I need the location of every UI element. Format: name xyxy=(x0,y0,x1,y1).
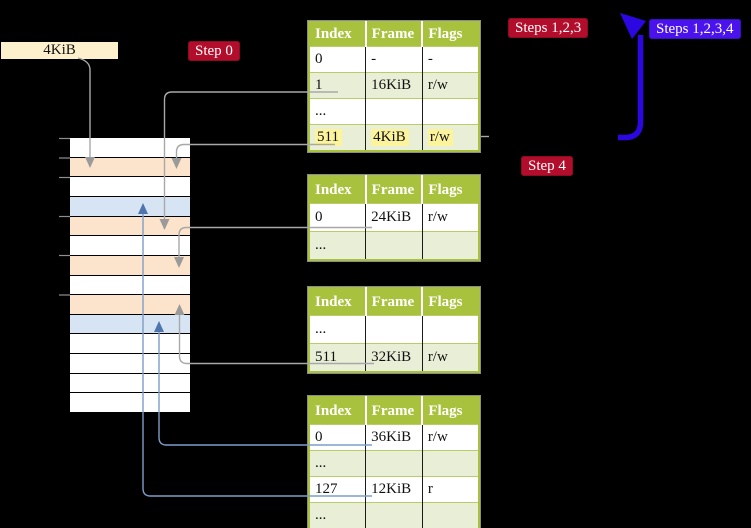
highlighted-value: 4KiB xyxy=(371,129,409,146)
memory-frame-table xyxy=(70,158,190,176)
cell-flags xyxy=(421,98,479,125)
memory-frame-page xyxy=(70,197,190,216)
cell-frame: 16KiB xyxy=(365,72,423,99)
column-header-index: Index xyxy=(309,288,366,316)
frame-address-label: 4KiB xyxy=(1,42,118,59)
physical-memory-strip xyxy=(70,138,190,413)
memory-frame-free xyxy=(70,138,190,157)
cell-index: 1 xyxy=(309,72,366,99)
table-row: ... xyxy=(309,502,479,528)
cell-frame xyxy=(365,450,423,477)
memory-frame-free xyxy=(70,374,190,392)
cell-index: 0 xyxy=(309,424,366,451)
badge-step-4: Step 4 xyxy=(521,156,573,176)
cell-flags: r xyxy=(421,476,479,503)
badge-step-0: Step 0 xyxy=(188,41,240,61)
cell-frame: 12KiB xyxy=(365,476,423,503)
cell-flags xyxy=(421,231,479,260)
cell-frame xyxy=(365,502,423,528)
cell-frame xyxy=(365,231,423,260)
cell-flags: r/w xyxy=(421,343,479,372)
cell-index: ... xyxy=(309,231,366,260)
cell-frame xyxy=(365,315,423,344)
cell-flags: r/w xyxy=(421,124,479,151)
cell-index: ... xyxy=(309,98,366,125)
highlighted-value: 511 xyxy=(315,129,342,146)
cell-index: 511 xyxy=(309,124,366,151)
arrowhead xyxy=(620,13,646,39)
memory-frame-table xyxy=(70,295,190,314)
memory-frame-page xyxy=(70,315,190,333)
cell-index: 511 xyxy=(309,343,366,372)
cell-flags: r/w xyxy=(421,72,479,99)
table-row: 511 4KiB r/w xyxy=(309,124,479,151)
memory-frame-free xyxy=(70,354,190,373)
cell-flags: - xyxy=(421,46,479,73)
cell-index: 127 xyxy=(309,476,366,503)
cell-index: 0 xyxy=(309,46,366,73)
cell-flags: r/w xyxy=(421,424,479,451)
table-row: ... xyxy=(309,315,479,344)
memory-frame-table xyxy=(70,217,190,235)
highlighted-value: r/w xyxy=(427,129,453,146)
badge-steps-1-2-3-4: Steps 1,2,3,4 xyxy=(649,19,741,39)
column-header-index: Index xyxy=(309,176,366,204)
memory-frame-free xyxy=(70,393,190,412)
column-header-frame: Frame xyxy=(364,22,423,47)
memory-frame-free xyxy=(70,177,190,196)
column-header-flags: Flags xyxy=(421,22,479,47)
memory-frame-free xyxy=(70,276,190,294)
cell-flags xyxy=(421,315,479,344)
column-header-flags: Flags xyxy=(421,397,479,425)
cell-index: ... xyxy=(309,315,366,344)
cell-index: ... xyxy=(309,502,366,528)
recursive-loop-arrow xyxy=(618,35,644,141)
cell-flags xyxy=(421,450,479,477)
column-header-frame: Frame xyxy=(364,288,423,316)
memory-frame-table xyxy=(70,256,190,275)
table-row: 0-- xyxy=(309,46,479,73)
cell-flags xyxy=(421,502,479,528)
cell-frame: 4KiB xyxy=(365,124,423,151)
column-header-flags: Flags xyxy=(421,288,479,316)
column-header-frame: Frame xyxy=(364,176,423,204)
cell-frame: - xyxy=(365,46,423,73)
memory-frame-free xyxy=(70,236,190,255)
column-header-index: Index xyxy=(309,22,366,47)
cell-flags: r/w xyxy=(421,203,479,232)
cell-frame: 24KiB xyxy=(365,203,423,232)
memory-frame-free xyxy=(70,334,190,353)
badge-steps-1-2-3: Steps 1,2,3 xyxy=(508,18,589,38)
column-header-index: Index xyxy=(309,397,366,425)
cell-frame: 32KiB xyxy=(365,343,423,372)
cell-frame: 36KiB xyxy=(365,424,423,451)
table-row: ... xyxy=(309,450,479,477)
table-row: ... xyxy=(309,98,479,125)
column-header-frame: Frame xyxy=(364,397,423,425)
column-header-flags: Flags xyxy=(421,176,479,204)
cell-index: 0 xyxy=(309,203,366,232)
table-row: ... xyxy=(309,231,479,260)
cell-frame xyxy=(365,98,423,125)
cell-index: ... xyxy=(309,450,366,477)
